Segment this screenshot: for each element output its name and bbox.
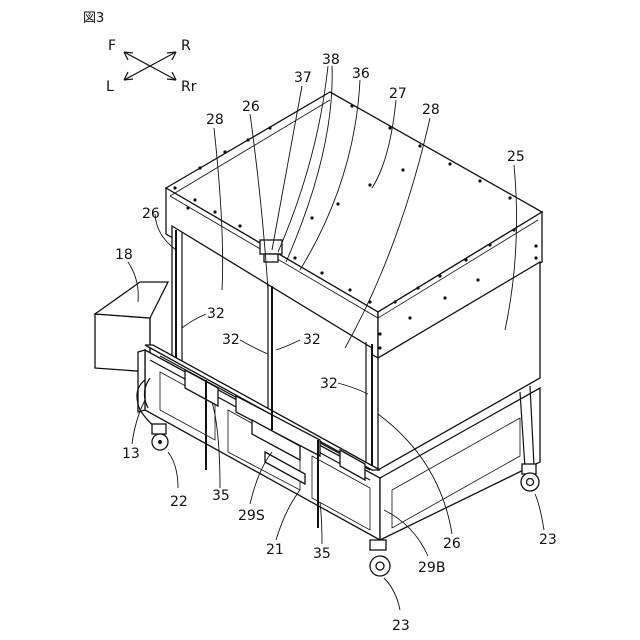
direction-label-front: F xyxy=(108,38,116,54)
label-35-b: 35 xyxy=(313,546,331,562)
label-21: 21 xyxy=(266,542,284,558)
label-28-right: 28 xyxy=(422,102,440,118)
label-26-top: 26 xyxy=(242,99,260,115)
label-28-left: 28 xyxy=(206,112,224,128)
label-37: 37 xyxy=(294,70,312,86)
label-38: 38 xyxy=(322,52,340,68)
label-32-d: 32 xyxy=(320,376,338,392)
direction-label-rear: Rr xyxy=(181,79,197,95)
label-27: 27 xyxy=(389,86,407,102)
label-35-a: 35 xyxy=(212,488,230,504)
label-32-b: 32 xyxy=(222,332,240,348)
label-25: 25 xyxy=(507,149,525,165)
label-23-bottom: 23 xyxy=(392,618,410,634)
caster-front-right xyxy=(370,540,390,576)
label-29S: 29S xyxy=(238,508,265,524)
caster-front-left xyxy=(152,424,168,450)
direction-label-right: R xyxy=(181,38,191,54)
label-29B: 29B xyxy=(418,560,445,576)
caster-rear-right xyxy=(521,464,539,491)
label-26-bottom: 26 xyxy=(443,536,461,552)
label-32-c: 32 xyxy=(303,332,321,348)
figure-title: 図3 xyxy=(83,11,104,26)
label-13: 13 xyxy=(122,446,140,462)
direction-label-left: L xyxy=(106,79,114,95)
label-26-left: 26 xyxy=(142,206,160,222)
label-22: 22 xyxy=(170,494,188,510)
label-32-a: 32 xyxy=(207,306,225,322)
label-18: 18 xyxy=(115,247,133,263)
label-36: 36 xyxy=(352,66,370,82)
direction-indicator xyxy=(124,52,176,80)
label-23-right: 23 xyxy=(539,532,557,548)
